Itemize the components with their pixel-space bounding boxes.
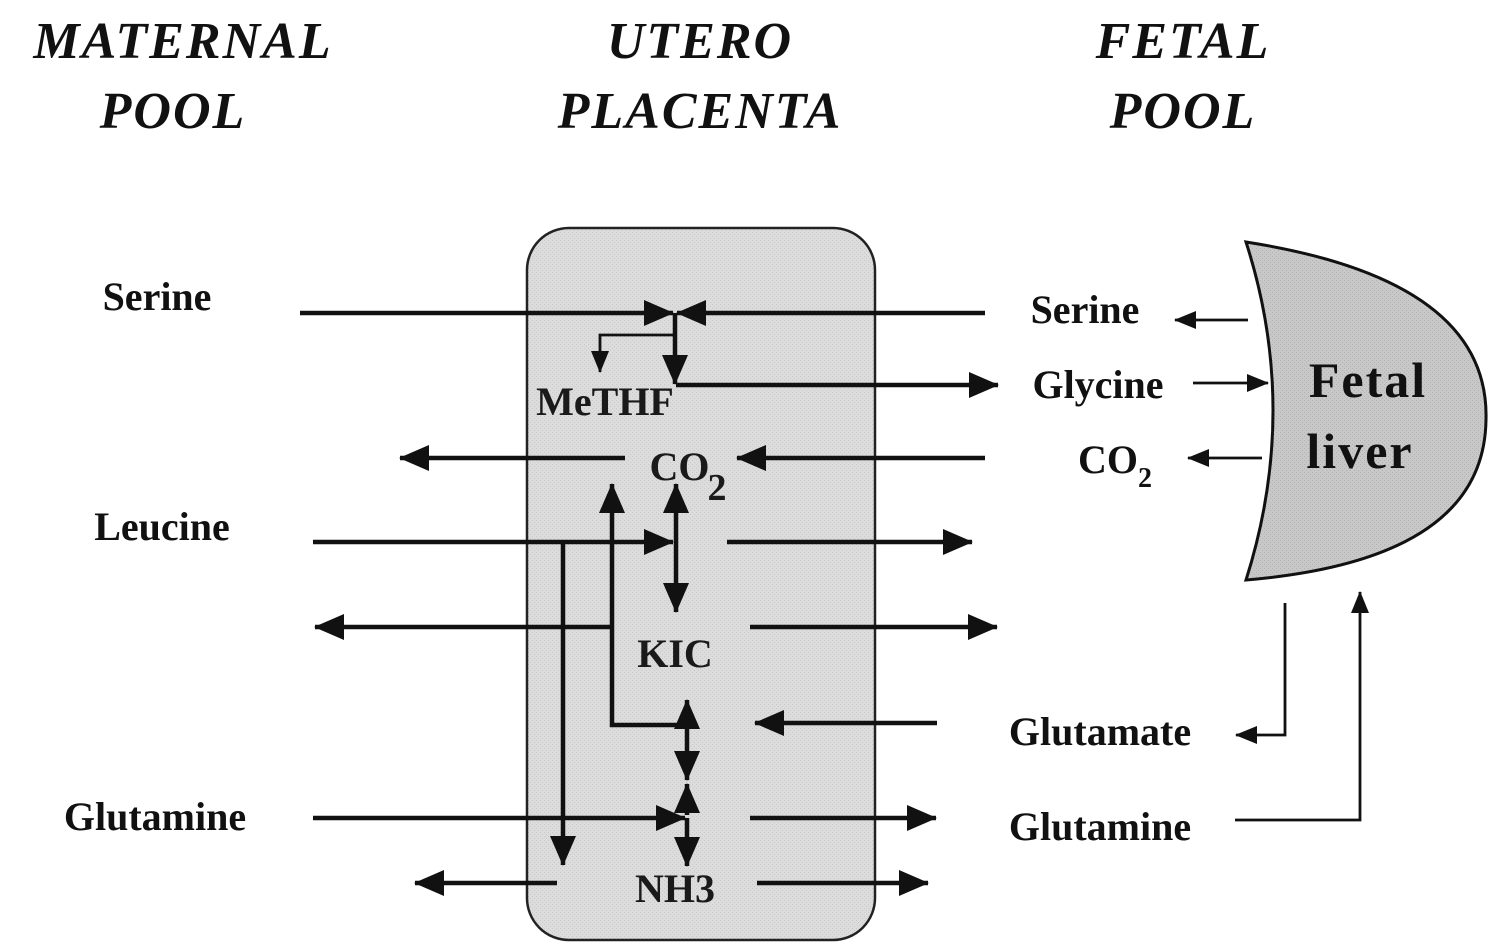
nh3-label: NH3 <box>635 866 715 911</box>
header-placenta-line2: PLACENTA <box>557 83 843 140</box>
maternal-glutamine-label: Glutamine <box>64 794 246 839</box>
kic-label: KIC <box>637 631 713 676</box>
header-utero-placenta: UTERO PLACENTA <box>557 13 843 140</box>
header-fetal-line2: POOL <box>1109 83 1257 140</box>
fetal-co2-subscript: 2 <box>1138 463 1152 494</box>
fetal-co2-label: CO2 <box>1078 437 1152 494</box>
methf-label: MeTHF <box>536 379 674 424</box>
arrow-liver-glutamate-out <box>1235 603 1287 744</box>
fetal-glycine-label: Glycine <box>1032 362 1163 407</box>
arrow-glutamate-to-co2 <box>599 483 687 728</box>
fetal-serine-label: Serine <box>1031 287 1140 332</box>
arrow-serine-branch-methf <box>591 333 675 373</box>
fetal-co2-main: CO <box>1078 437 1138 482</box>
header-maternal-line2: POOL <box>99 83 247 140</box>
header-maternal-line1: MATERNAL <box>32 13 332 70</box>
arrow-glutamine-to-liver <box>1235 591 1369 822</box>
placenta-co2-label: CO2 <box>650 444 727 509</box>
fetal-glutamate-label: Glutamate <box>1009 709 1191 754</box>
fetal-liver-label-line1: Fetal <box>1309 352 1427 408</box>
placenta-compartment <box>525 226 877 942</box>
maternal-serine-label: Serine <box>103 274 212 319</box>
header-fetal-pool: FETAL POOL <box>1095 13 1271 140</box>
placenta-co2-main: CO <box>650 444 710 489</box>
header-maternal-pool: MATERNAL POOL <box>32 13 332 140</box>
placenta-co2-subscript: 2 <box>708 467 727 509</box>
fetal-liver-shape <box>1243 240 1488 582</box>
maternal-leucine-label: Leucine <box>94 504 230 549</box>
fetal-liver-label-line2: liver <box>1306 423 1413 479</box>
header-placenta-line1: UTERO <box>607 13 793 70</box>
fetal-glutamine-label: Glutamine <box>1009 804 1191 849</box>
header-fetal-line1: FETAL <box>1095 13 1271 70</box>
